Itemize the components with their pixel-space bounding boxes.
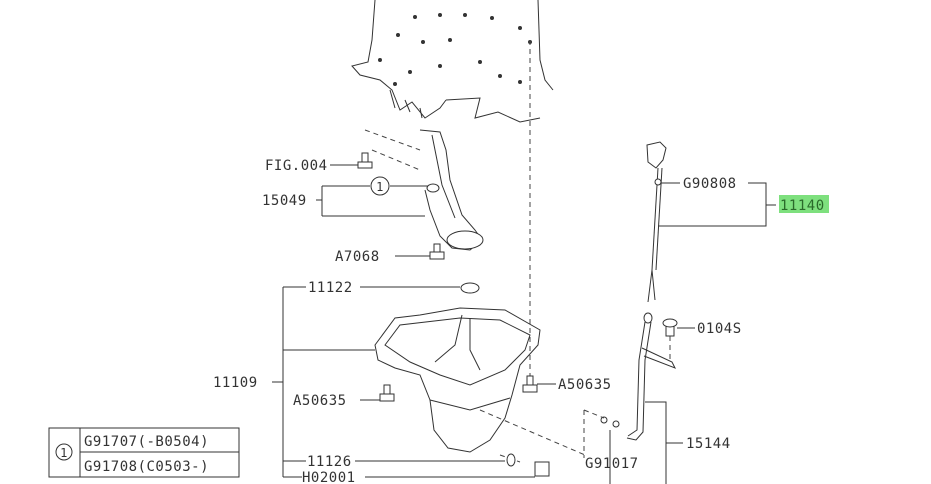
label-11109[interactable]: 11109	[213, 375, 258, 391]
label-a7068[interactable]: A7068	[335, 249, 380, 265]
drain-plug	[506, 453, 550, 477]
label-a50635-right[interactable]: A50635	[558, 377, 612, 393]
bolt-fig004	[357, 152, 373, 169]
label-11140[interactable]: 11140	[780, 198, 825, 214]
dipstick-guide-drawing	[583, 312, 678, 458]
legend-row-2[interactable]: G91708(C0503-)	[84, 459, 209, 475]
legend-row-1[interactable]: G91707(-B0504)	[84, 434, 209, 450]
highlight-11140	[779, 195, 829, 213]
label-15144[interactable]: 15144	[686, 436, 731, 452]
label-g91017[interactable]: G91017	[585, 456, 639, 472]
label-fig004[interactable]: FIG.004	[265, 158, 328, 174]
legend-table: 1 G91707(-B0504) G91708(C0503-)	[48, 427, 240, 478]
engine-block-drawing	[351, 0, 554, 385]
callout-marker-1: 1	[370, 176, 390, 196]
label-15049[interactable]: 15049	[262, 193, 307, 209]
label-11122[interactable]: 11122	[308, 280, 353, 296]
leader-lines	[272, 164, 776, 484]
bolt-a7068	[429, 243, 445, 260]
bolt-a50635-right	[522, 375, 538, 393]
label-11126[interactable]: 11126	[307, 454, 352, 470]
callout-marker-text: 1	[376, 180, 384, 194]
bolt-a50635-left	[379, 384, 395, 402]
label-a50635-left[interactable]: A50635	[293, 393, 347, 409]
legend-marker: 1	[60, 446, 68, 460]
label-0104s[interactable]: 0104S	[697, 321, 742, 337]
label-h02001[interactable]: H02001	[302, 470, 356, 484]
dipstick-drawing	[646, 141, 667, 303]
oil-strainer-drawing	[364, 129, 484, 251]
label-g90808[interactable]: G90808	[683, 176, 737, 192]
oil-pan-drawing	[374, 282, 586, 463]
